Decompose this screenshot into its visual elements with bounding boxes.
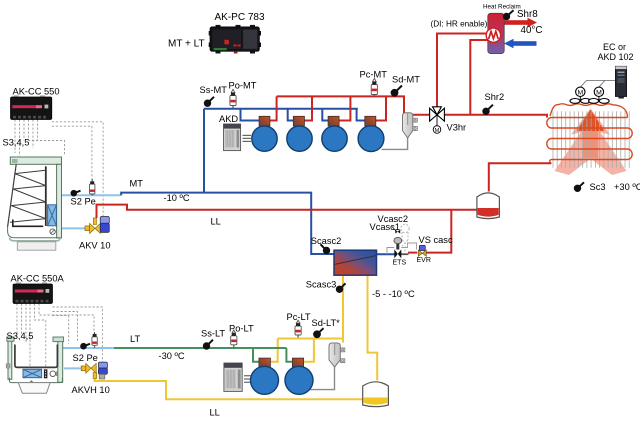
svg-text:V3hr: V3hr bbox=[447, 122, 467, 132]
svg-text:Po-LT: Po-LT bbox=[229, 323, 254, 333]
svg-text:M: M bbox=[577, 89, 583, 96]
svg-text:AKV 10: AKV 10 bbox=[79, 240, 111, 250]
svg-text:-30 ºC: -30 ºC bbox=[159, 351, 185, 361]
svg-text:S3,4,5: S3,4,5 bbox=[3, 138, 30, 148]
svg-text:EC or: EC or bbox=[603, 42, 626, 52]
svg-text:M: M bbox=[435, 128, 440, 134]
svg-text:Scasc2: Scasc2 bbox=[311, 236, 342, 246]
svg-text:Shr2: Shr2 bbox=[485, 92, 505, 102]
svg-text:VS casc: VS casc bbox=[419, 235, 453, 245]
svg-text:Po-MT: Po-MT bbox=[229, 80, 257, 90]
svg-text:AK-CC 550A: AK-CC 550A bbox=[11, 273, 65, 283]
svg-text:AK-CC 550: AK-CC 550 bbox=[13, 87, 60, 97]
svg-text:Sd-LT*: Sd-LT* bbox=[312, 318, 341, 328]
svg-text:40°C: 40°C bbox=[521, 25, 543, 36]
svg-text:S2 Pe: S2 Pe bbox=[73, 353, 98, 363]
svg-text:AKD: AKD bbox=[219, 114, 238, 124]
svg-text:Vcasc2: Vcasc2 bbox=[378, 214, 409, 224]
svg-text:AK-PC 783: AK-PC 783 bbox=[215, 12, 265, 23]
svg-text:(DI: HR enable): (DI: HR enable) bbox=[431, 19, 488, 28]
svg-text:Shr8: Shr8 bbox=[517, 9, 538, 20]
svg-text:Ss-MT: Ss-MT bbox=[200, 85, 228, 95]
svg-text:Vcasc1: Vcasc1 bbox=[370, 222, 401, 232]
svg-text:LL: LL bbox=[211, 216, 221, 226]
svg-text:ETS: ETS bbox=[393, 259, 407, 266]
svg-text:Pc-MT: Pc-MT bbox=[360, 70, 388, 80]
svg-text:+30 ºC: +30 ºC bbox=[614, 182, 640, 192]
svg-text:LT: LT bbox=[130, 334, 140, 344]
svg-text:-5 - -10 ºC: -5 - -10 ºC bbox=[372, 289, 415, 299]
svg-text:Sc3: Sc3 bbox=[590, 182, 606, 192]
svg-text:LL: LL bbox=[210, 408, 220, 418]
svg-text:Scasc3: Scasc3 bbox=[306, 279, 337, 289]
svg-text:AKVH 10: AKVH 10 bbox=[72, 385, 110, 395]
svg-text:Sd-MT: Sd-MT bbox=[392, 74, 420, 84]
svg-text:Pc-LT: Pc-LT bbox=[287, 312, 311, 322]
svg-text:Heat Reclaim: Heat Reclaim bbox=[483, 4, 521, 11]
svg-text:AKD 102: AKD 102 bbox=[598, 52, 634, 62]
svg-text:S2 Pe: S2 Pe bbox=[71, 196, 96, 206]
svg-text:MT + LT: MT + LT bbox=[168, 38, 205, 49]
svg-text:Ss-LT: Ss-LT bbox=[201, 328, 225, 338]
svg-text:S3,4,5: S3,4,5 bbox=[7, 331, 34, 341]
svg-text:M: M bbox=[596, 89, 602, 96]
svg-text:-10 ºC: -10 ºC bbox=[164, 193, 190, 203]
svg-text:MT: MT bbox=[130, 179, 144, 189]
svg-text:EVR: EVR bbox=[417, 257, 431, 264]
